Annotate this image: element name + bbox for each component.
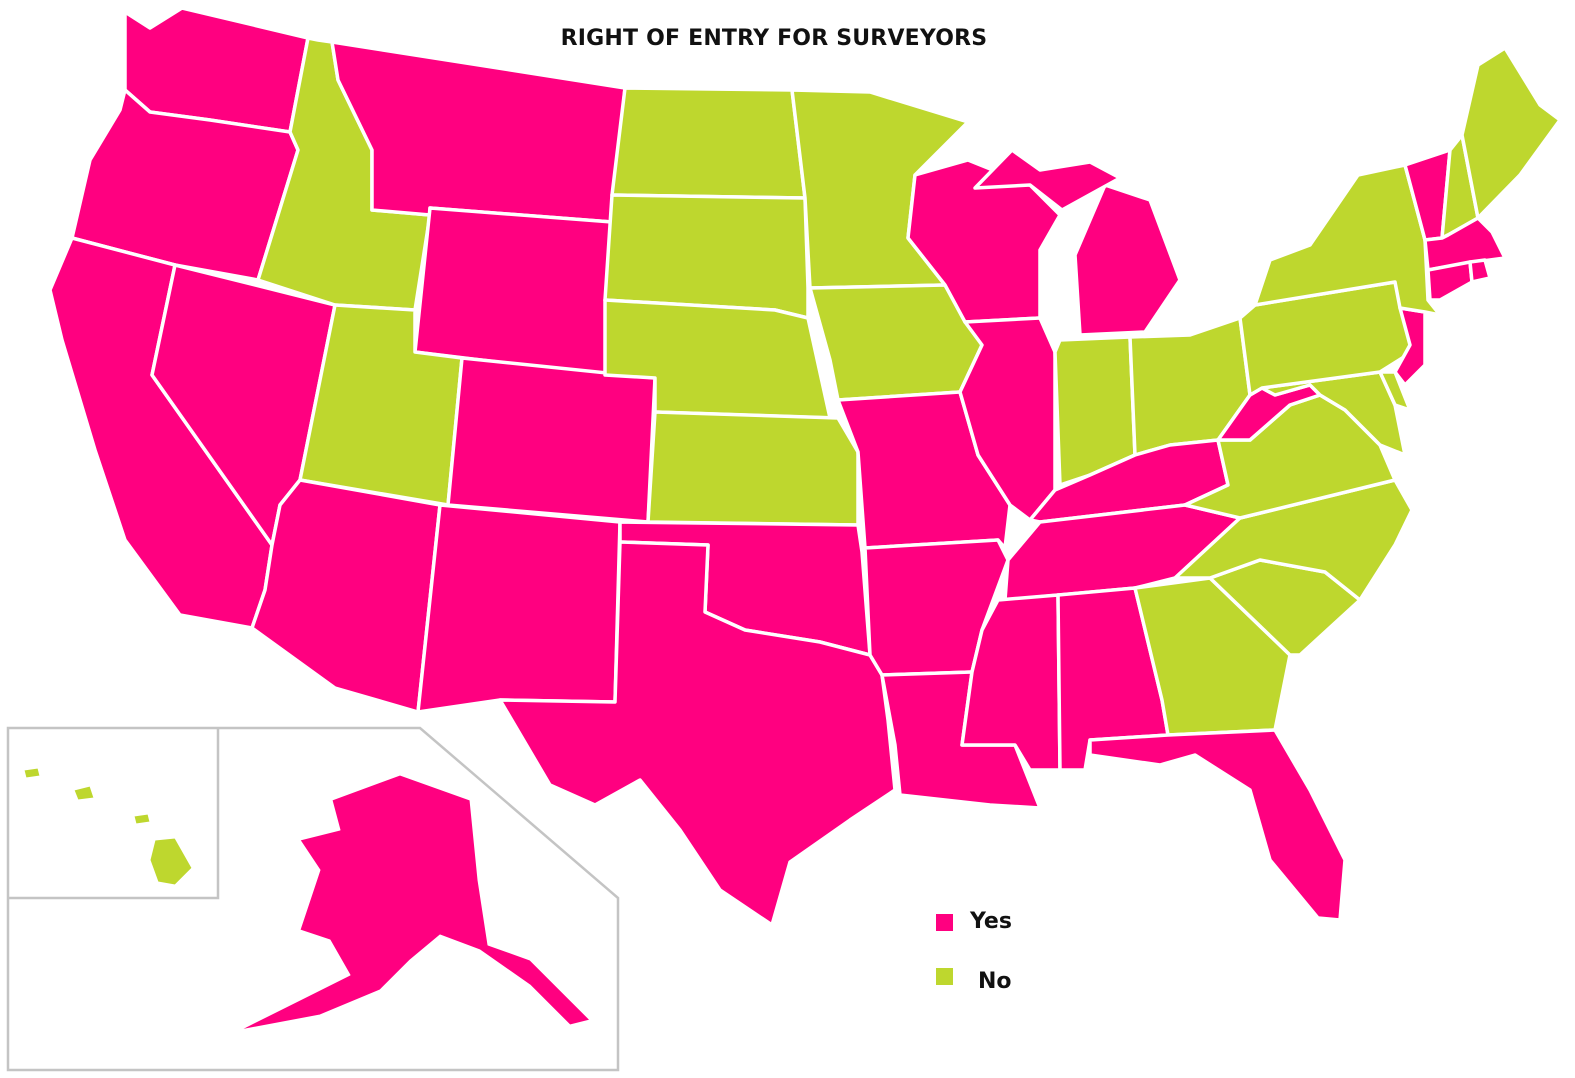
state-ri[interactable]: [1468, 258, 1492, 284]
legend-no-swatch: [936, 968, 953, 985]
state-nc[interactable]: [1173, 478, 1414, 602]
state-hi-maui[interactable]: [133, 813, 151, 825]
legend: Yes No: [936, 909, 1012, 994]
state-sd[interactable]: [603, 193, 810, 320]
state-mt[interactable]: [330, 40, 627, 224]
state-hi-oahu[interactable]: [73, 785, 95, 801]
state-nm[interactable]: [416, 503, 622, 714]
state-nd[interactable]: [610, 86, 807, 200]
state-il[interactable]: [958, 316, 1057, 522]
state-fl[interactable]: [1088, 728, 1347, 922]
state-mi[interactable]: [1073, 183, 1182, 337]
state-hi-kauai[interactable]: [23, 767, 41, 779]
state-ct[interactable]: [1426, 260, 1474, 302]
state-mi-upper[interactable]: [973, 148, 1122, 212]
state-ks[interactable]: [646, 410, 860, 527]
state-ak[interactable]: [239, 774, 591, 1031]
alaska-group: [239, 774, 591, 1031]
state-tx[interactable]: [498, 540, 897, 927]
inset-frame: [6, 726, 620, 1072]
state-wy[interactable]: [413, 206, 614, 377]
state-me[interactable]: [1460, 46, 1562, 220]
contiguous-states: [48, 6, 1562, 927]
legend-yes-swatch: [936, 914, 953, 931]
state-de[interactable]: [1378, 370, 1412, 412]
legend-yes-label: Yes: [969, 909, 1012, 934]
state-hi-big[interactable]: [149, 837, 193, 886]
legend-no-label: No: [978, 969, 1012, 994]
state-az[interactable]: [250, 478, 442, 714]
hawaii-group: [23, 767, 193, 886]
state-co[interactable]: [446, 356, 657, 524]
map-title: RIGHT OF ENTRY FOR SURVEYORS: [560, 26, 988, 51]
